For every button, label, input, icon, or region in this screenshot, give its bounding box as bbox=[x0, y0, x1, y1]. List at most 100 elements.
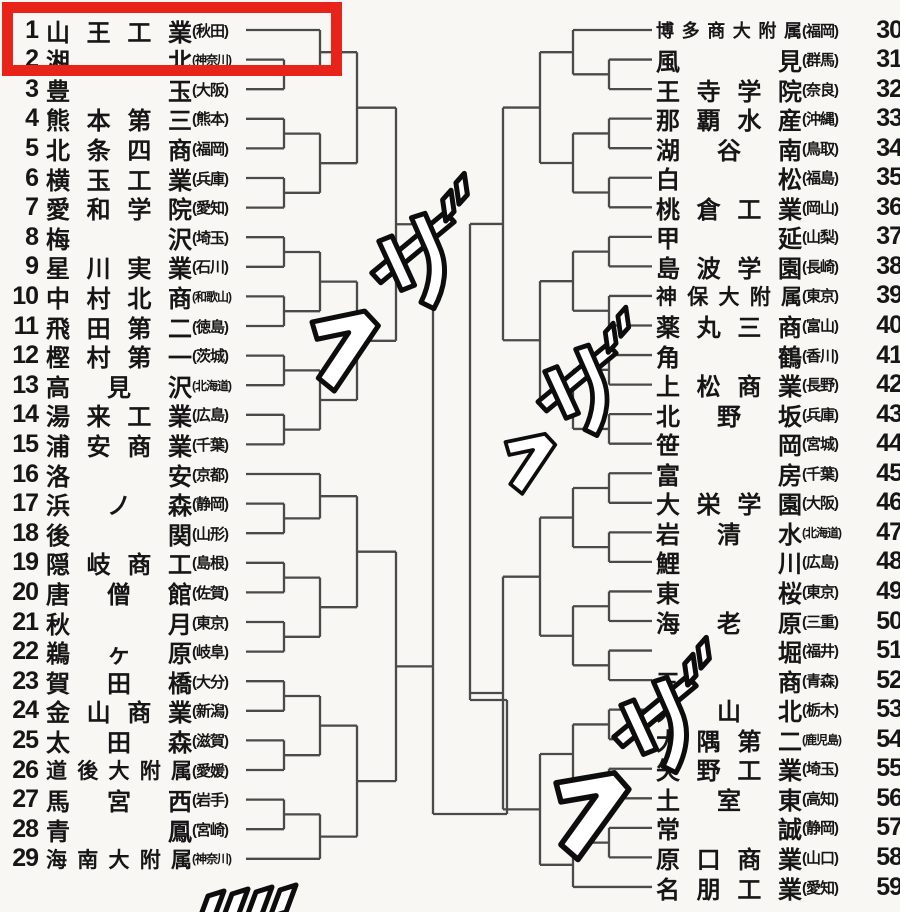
bracket-team-row: 東桜(東京)49 bbox=[656, 577, 900, 608]
team-prefecture: (長崎) bbox=[802, 258, 839, 276]
team-name: 鯉川 bbox=[656, 551, 802, 579]
bracket-team-row: 博多商大附属(福岡)30 bbox=[656, 15, 900, 45]
bracket-team-row: 三商(青森)52 bbox=[656, 665, 900, 697]
team-name: 角鶴 bbox=[656, 344, 802, 372]
team-name: 青鳳 bbox=[46, 818, 192, 846]
team-prefecture: (長野) bbox=[802, 377, 839, 395]
team-name: 堀 bbox=[777, 640, 802, 668]
team-prefecture: (群馬) bbox=[802, 52, 839, 69]
team-prefecture: (埼玉) bbox=[802, 761, 839, 779]
seed-number: 59 bbox=[876, 872, 900, 901]
team-prefecture: (福岡) bbox=[802, 22, 839, 40]
team-name: 上松商業 bbox=[656, 374, 802, 402]
team-name: 高見沢 bbox=[46, 374, 192, 402]
team-name: 薬丸三商 bbox=[656, 315, 802, 342]
team-prefecture: (奈良) bbox=[802, 81, 839, 99]
seed-number: 30 bbox=[876, 15, 900, 44]
seed-number: 41 bbox=[876, 340, 900, 369]
team-prefecture: (広島) bbox=[802, 554, 839, 572]
seed-number: 22 bbox=[12, 637, 39, 666]
team-name: 島波学園 bbox=[656, 255, 802, 283]
team-prefecture: (大分) bbox=[192, 673, 229, 691]
bracket-team-row: 鯉川(広島)48 bbox=[656, 547, 900, 579]
bracket-team-row: 風見(群馬)31 bbox=[656, 45, 900, 76]
seed-number: 40 bbox=[876, 311, 900, 339]
seed-number: 25 bbox=[12, 725, 39, 754]
team-name: 熊本第三 bbox=[46, 108, 192, 136]
seed-number: 35 bbox=[876, 163, 900, 192]
team-prefecture: (栃木) bbox=[802, 702, 839, 720]
seed-number: 3 bbox=[25, 74, 39, 103]
seed-number: 13 bbox=[12, 370, 39, 399]
seed-number: 10 bbox=[12, 281, 39, 310]
seed-number: 31 bbox=[876, 45, 900, 73]
team-name: 隠岐商工 bbox=[46, 552, 192, 580]
seed-number: 11 bbox=[13, 311, 39, 340]
seed-number: 15 bbox=[12, 429, 39, 458]
seed-number: 38 bbox=[876, 251, 900, 280]
team-prefecture: (北海道) bbox=[192, 378, 232, 393]
bracket-team-row: 那覇水産(沖縄)33 bbox=[656, 104, 900, 136]
team-prefecture: (宮城) bbox=[802, 436, 839, 454]
seed-number: 26 bbox=[12, 755, 39, 784]
team-prefecture: (静岡) bbox=[802, 820, 839, 838]
team-name: 湯来工業 bbox=[46, 404, 192, 432]
team-prefecture: (福岡) bbox=[192, 140, 229, 158]
team-prefecture: (愛知) bbox=[192, 200, 229, 218]
seed-number: 46 bbox=[876, 488, 900, 517]
team-name: 洛安 bbox=[46, 463, 192, 491]
seed-number: 53 bbox=[876, 695, 900, 724]
seed-number: 54 bbox=[876, 724, 900, 753]
bracket-team-row: 岩清水(北海道)47 bbox=[656, 517, 900, 549]
team-name: 唐僧館 bbox=[46, 581, 192, 609]
bracket-team-row: 大隅第二(鹿児島)54 bbox=[656, 724, 900, 756]
team-prefecture: (青森) bbox=[802, 672, 839, 690]
team-name: 那覇水産 bbox=[656, 108, 802, 136]
seed-number: 56 bbox=[876, 783, 900, 812]
team-prefecture: (秋田) bbox=[192, 22, 229, 40]
team-prefecture: (徳島) bbox=[192, 318, 229, 336]
seed-number: 4 bbox=[25, 104, 39, 133]
team-name: 神保大附属 bbox=[656, 285, 802, 309]
seed-number: 39 bbox=[876, 281, 900, 310]
team-prefecture: (大阪) bbox=[802, 495, 839, 513]
seed-number: 20 bbox=[12, 577, 39, 606]
seed-number: 21 bbox=[12, 607, 39, 636]
seed-number: 16 bbox=[12, 459, 39, 488]
team-name: 中村北商 bbox=[46, 285, 192, 313]
seed-number: 33 bbox=[876, 104, 900, 133]
team-prefecture: (佐賀) bbox=[192, 584, 229, 602]
team-prefecture: (東京) bbox=[802, 584, 839, 601]
seed-number: 28 bbox=[12, 814, 39, 843]
team-name: 海老原 bbox=[656, 610, 802, 638]
team-prefecture: (愛知) bbox=[802, 879, 839, 897]
team-prefecture: (大阪) bbox=[192, 81, 229, 99]
team-prefecture: (山梨) bbox=[802, 229, 839, 247]
team-prefecture: (神奈川) bbox=[192, 53, 232, 68]
team-name: 富房 bbox=[656, 462, 802, 490]
team-prefecture: (鳥取) bbox=[802, 140, 839, 158]
team-prefecture: (山口) bbox=[802, 849, 839, 867]
team-prefecture: (三重) bbox=[802, 613, 839, 631]
team-name: 樫村第一 bbox=[46, 345, 192, 373]
seed-number: 57 bbox=[876, 813, 900, 842]
team-name: 北条四商 bbox=[46, 137, 192, 165]
bracket-team-row: 常誠(静岡)57 bbox=[656, 813, 900, 844]
team-prefecture: (福井) bbox=[802, 643, 839, 661]
seed-number: 42 bbox=[876, 370, 900, 399]
team-prefecture: (京都) bbox=[192, 466, 229, 484]
bracket-team-row: 薬丸三商(富山)40 bbox=[656, 311, 900, 342]
seed-number: 37 bbox=[876, 222, 900, 251]
team-prefecture: (宮崎) bbox=[192, 821, 229, 839]
team-name: 名朋工業 bbox=[656, 876, 802, 904]
team-prefecture: (熊本) bbox=[192, 111, 229, 129]
team-name: 海南大附属 bbox=[46, 848, 192, 872]
